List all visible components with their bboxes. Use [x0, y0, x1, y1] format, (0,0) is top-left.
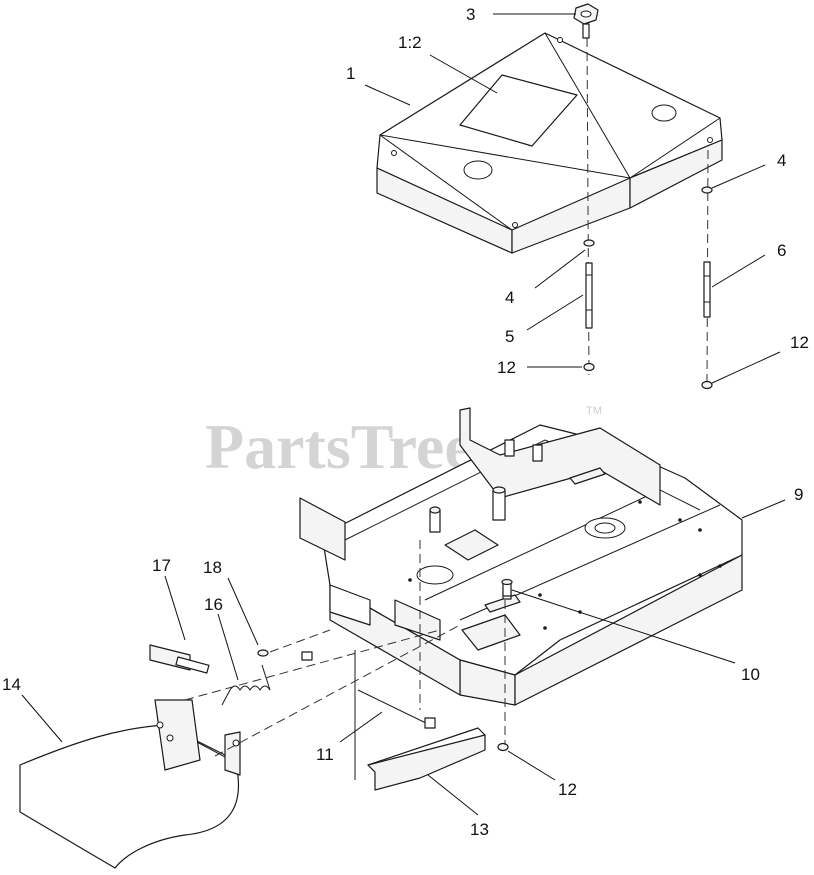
part-1-cover: [376, 32, 723, 254]
callout-labels: 1 1:2 3 4 4 5 6 12 12 9 10 11 12 13 14 1…: [2, 5, 809, 839]
callout-12-top-left: 12: [497, 358, 516, 377]
callout-14: 14: [2, 675, 21, 694]
part-12-nut-bottom: [497, 742, 509, 752]
part-3-knob: [573, 3, 599, 39]
watermark: PartsTree: [205, 411, 473, 482]
part-9-deck: [299, 407, 743, 706]
callout-1-2: 1:2: [398, 33, 422, 52]
part-11-rod-end: [424, 717, 436, 729]
callout-16: 16: [204, 595, 223, 614]
callout-6: 6: [777, 241, 786, 260]
callout-13: 13: [470, 820, 489, 839]
callout-9: 9: [794, 485, 803, 504]
callout-4-left: 4: [505, 288, 514, 307]
watermark-trademark: TM: [586, 405, 602, 417]
callout-5: 5: [505, 327, 514, 346]
leader-lines: [21, 13, 786, 816]
callout-11: 11: [316, 745, 334, 764]
part-12-nut-right: [701, 380, 713, 390]
part-16-spring: [221, 664, 271, 706]
part-14-chute: [19, 699, 241, 869]
callout-3: 3: [466, 5, 475, 24]
part-17-pin: [149, 644, 210, 674]
callout-10: 10: [741, 665, 760, 684]
callout-1: 1: [346, 64, 355, 83]
assembly-axis-chute-2: [184, 629, 441, 701]
part-4-washer-right: [701, 186, 713, 194]
callout-12-top-right: 12: [790, 333, 809, 352]
part-6-spacer: [703, 261, 711, 318]
part-18-bolt: [257, 649, 313, 661]
part-13-bracket: [354, 650, 486, 791]
callout-12-bottom: 12: [558, 780, 577, 799]
assembly-axis-chute-1: [214, 624, 461, 757]
part-4-washer-left: [583, 239, 595, 247]
assembly-axis-bolt: [269, 629, 331, 653]
part-10-bolt: [501, 578, 513, 597]
callout-17: 17: [152, 556, 171, 575]
callout-4-right: 4: [777, 151, 786, 170]
callout-18: 18: [203, 558, 222, 577]
part-11-rod: [357, 689, 431, 726]
part-5-spacer: [585, 262, 593, 329]
part-12-nut-left: [583, 362, 595, 372]
